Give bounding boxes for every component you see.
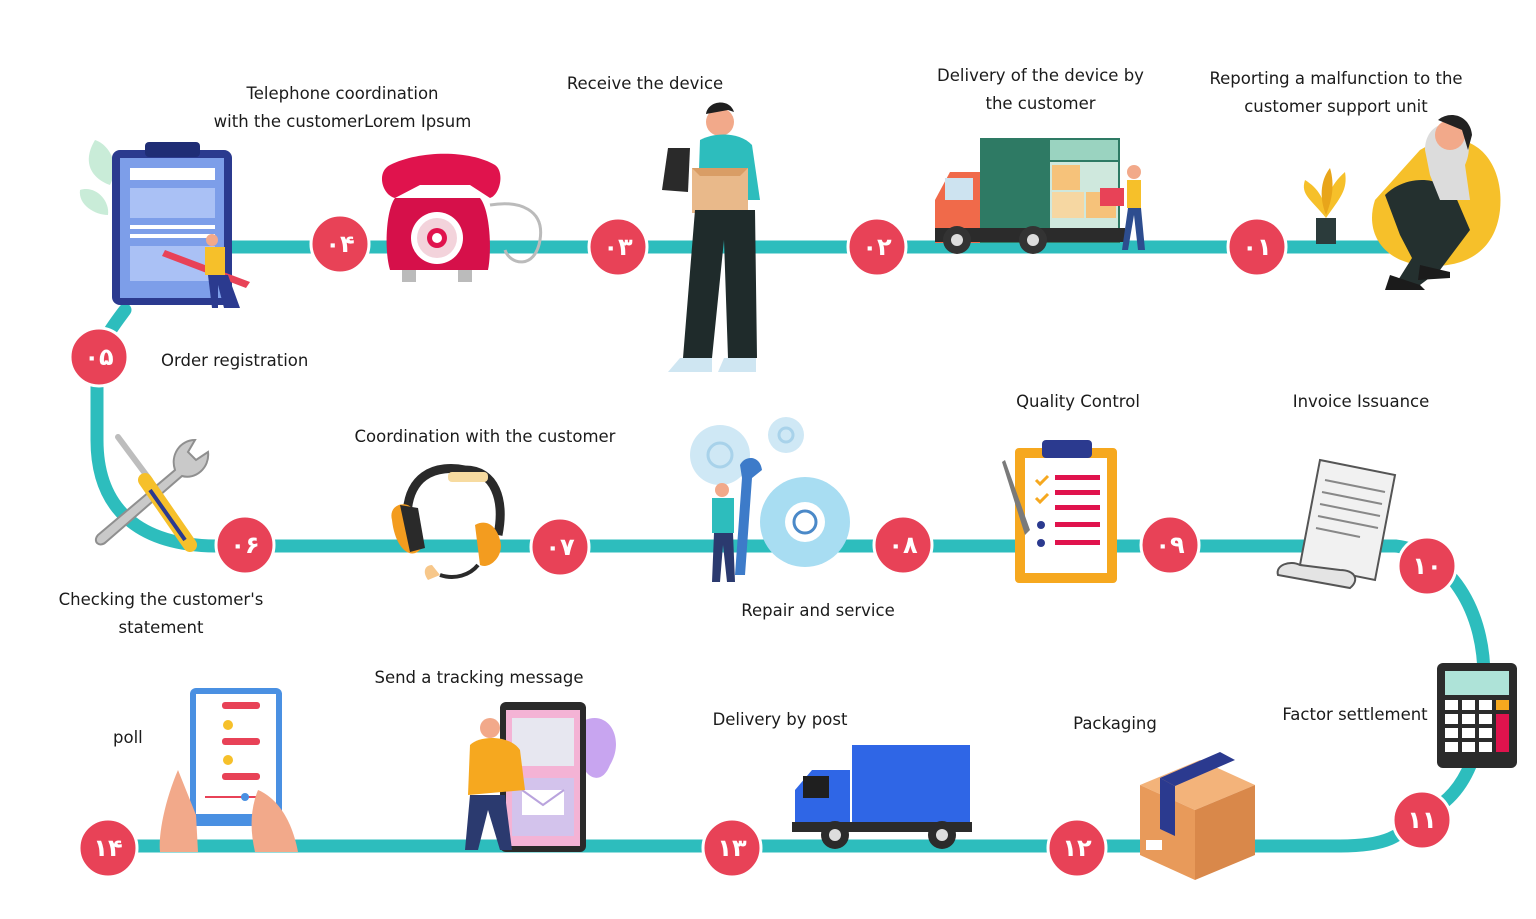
step-number: ۰۹ (1155, 531, 1185, 559)
step-number: ۰۷ (545, 533, 575, 561)
step-number: ۰۲ (862, 233, 892, 261)
gears-repair-icon (690, 417, 850, 582)
step-number: ۱۱ (1407, 806, 1436, 834)
step-badge-14: ۱۴ (77, 817, 139, 879)
step-label-10: Invoice Issuance (1292, 392, 1430, 411)
step-number: ۱۲ (1062, 834, 1092, 862)
step-badge-07: ۰۷ (529, 516, 591, 578)
quality-checklist-icon (1002, 440, 1117, 583)
step-badge-05: ۰۵ (68, 326, 130, 388)
step-number: ۰۳ (603, 233, 633, 261)
step-label-12: Packaging (1073, 714, 1157, 733)
step-number: ۱۰ (1412, 552, 1441, 580)
step-badge-04: ۰۴ (309, 213, 371, 275)
clipboard-form-icon (79, 140, 250, 308)
step-label-05: Order registration (161, 351, 309, 370)
customer-call-icon (1303, 115, 1501, 290)
tablet-poll-icon (159, 688, 298, 852)
post-truck-icon (792, 745, 972, 849)
delivery-truck-icon (935, 138, 1145, 254)
step-badge-03: ۰۳ (587, 216, 649, 278)
step-badge-08: ۰۸ (872, 514, 934, 576)
step-number: ۱۳ (717, 834, 747, 862)
step-badge-10: ۱۰ (1396, 535, 1458, 597)
wrench-screwdriver-icon (94, 434, 210, 552)
step-badge-11: ۱۱ (1391, 789, 1453, 851)
step-number: ۰۶ (230, 531, 259, 559)
step-badge-02: ۰۲ (846, 216, 908, 278)
step-label-09: Quality Control (1016, 392, 1140, 411)
step-badge-01: ۰۱ (1226, 216, 1288, 278)
step-label-14: poll (113, 728, 143, 747)
tracking-message-label: Send a tracking message (374, 668, 584, 687)
step-label-08: Repair and service (741, 601, 895, 620)
step-label-13: Delivery by post (712, 710, 848, 729)
step-badge-06: ۰۶ (214, 514, 276, 576)
invoice-receipt-icon (1276, 458, 1397, 590)
step-badge-12: ۱۲ (1046, 817, 1108, 879)
step-number: ۰۸ (888, 531, 918, 559)
calculator-icon (1437, 663, 1517, 768)
step-badges: ۰۱ ۰۲ ۰۳ ۰۴ ۰۵ ۰۶ ۰۷ ۰۸ ۰۹ ۱۰ ۱۱ ۱۲ ۱۳ ۱۴ (68, 213, 1458, 879)
step-badge-13: ۱۳ (701, 817, 763, 879)
courier-receiving-icon (662, 102, 760, 372)
step-badge-09: ۰۹ (1139, 514, 1201, 576)
telephone-icon (381, 153, 543, 282)
headset-icon (391, 464, 505, 580)
step-number: ۰۴ (325, 230, 354, 258)
step-label-11: Factor settlement (1282, 705, 1428, 724)
step-label-07: Coordination with the customer (354, 427, 616, 446)
step-number: ۰۵ (84, 343, 113, 371)
tracking-phone-icon (465, 702, 616, 852)
step-label-03: Receive the device (566, 74, 724, 93)
package-box-icon (1140, 752, 1255, 880)
step-number: ۰۱ (1242, 233, 1271, 261)
step-number: ۱۴ (93, 834, 122, 862)
